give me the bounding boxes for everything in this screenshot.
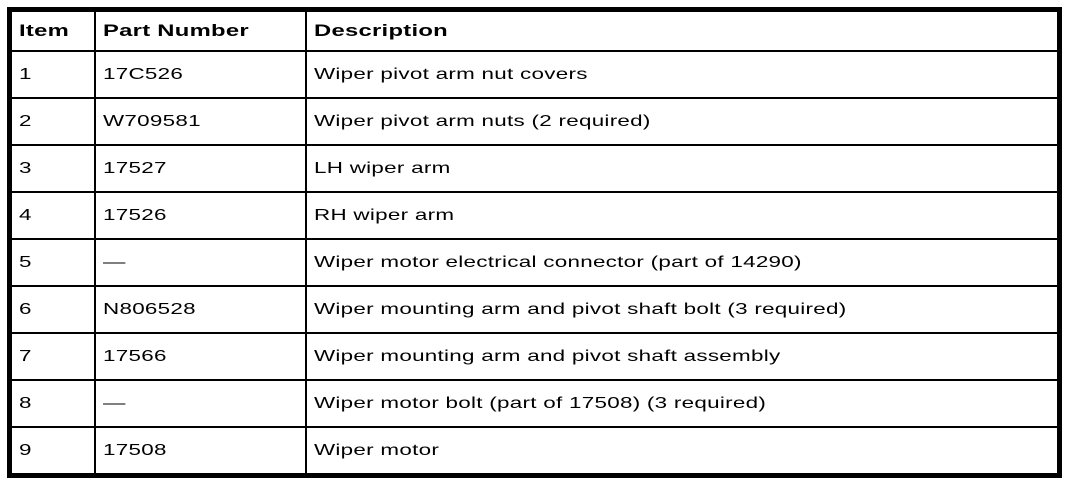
table-row: 7 17566 Wiper mounting arm and pivot shaft… <box>8 332 1061 381</box>
description-cell: Wiper mounting arm and pivot shaft assem… <box>304 332 1061 381</box>
part-number-cell: N806528 <box>93 285 307 334</box>
description-cell-text: Wiper pivot arm nuts (2 required) <box>313 112 651 130</box>
column-header-description-label: Description <box>313 21 448 40</box>
description-cell: Wiper motor electrical connector (part o… <box>304 238 1061 287</box>
item-cell-text: 2 <box>19 112 32 130</box>
item-cell-text: 8 <box>19 394 32 412</box>
part-number-cell: — <box>93 238 307 287</box>
table-row: 6 N806528 Wiper mounting arm and pivot sha… <box>8 285 1061 334</box>
table-row: 1 17C526 Wiper pivot arm nut covers <box>8 50 1061 99</box>
item-cell: 8 <box>8 379 96 428</box>
column-header-item: Item <box>8 8 96 52</box>
part-number-cell-text: N806528 <box>102 300 196 318</box>
part-number-cell: 17C526 <box>93 50 307 99</box>
part-number-cell-text: 17566 <box>102 347 167 365</box>
table-row: 5 — Wiper motor electrical connector (part… <box>8 238 1061 287</box>
part-number-cell: 17508 <box>93 426 307 477</box>
column-header-part-number: Part Number <box>93 8 307 52</box>
part-number-cell-text: 17C526 <box>102 65 183 83</box>
description-cell-text: Wiper motor bolt (part of 17508) (3 requ… <box>313 394 766 412</box>
part-number-cell: 17527 <box>93 144 307 193</box>
table-row: 8 — Wiper motor bolt (part of 17508) (3 re… <box>8 379 1061 428</box>
part-number-cell-text: 17527 <box>102 159 167 177</box>
description-cell: Wiper motor <box>304 426 1061 477</box>
item-cell-text: 3 <box>19 159 32 177</box>
part-number-cell-text: — <box>102 253 126 271</box>
item-cell: 6 <box>8 285 96 334</box>
table-body: 1 17C526 Wiper pivot arm nut covers 2 W70958… <box>8 50 1061 477</box>
table-row: 2 W709581 Wiper pivot arm nuts (2 required… <box>8 97 1061 146</box>
description-cell-text: Wiper motor electrical connector (part o… <box>313 253 802 271</box>
description-cell: Wiper pivot arm nuts (2 required) <box>304 97 1061 146</box>
item-cell-text: 1 <box>19 65 32 83</box>
description-cell: RH wiper arm <box>304 191 1061 240</box>
part-number-cell: 17566 <box>93 332 307 381</box>
item-cell: 4 <box>8 191 96 240</box>
item-cell: 2 <box>8 97 96 146</box>
part-number-cell-text: W709581 <box>102 112 201 130</box>
part-number-cell: — <box>93 379 307 428</box>
item-cell: 9 <box>8 426 96 477</box>
description-cell-text: Wiper motor <box>313 441 439 459</box>
item-cell-text: 6 <box>19 300 32 318</box>
part-number-cell-text: — <box>102 394 126 412</box>
description-cell-text: Wiper pivot arm nut covers <box>313 65 588 83</box>
description-cell-text: LH wiper arm <box>313 159 451 177</box>
description-cell-text: Wiper mounting arm and pivot shaft bolt … <box>313 300 847 318</box>
part-number-cell-text: 17508 <box>102 441 167 459</box>
item-cell-text: 7 <box>19 347 32 365</box>
item-cell: 5 <box>8 238 96 287</box>
item-cell: 3 <box>8 144 96 193</box>
description-cell: Wiper motor bolt (part of 17508) (3 requ… <box>304 379 1061 428</box>
column-header-part-number-label: Part Number <box>102 21 249 40</box>
part-number-cell: 17526 <box>93 191 307 240</box>
item-cell-text: 4 <box>19 206 32 224</box>
item-cell-text: 9 <box>19 441 32 459</box>
table-row: 3 17527 LH wiper arm <box>8 144 1061 193</box>
description-cell-text: Wiper mounting arm and pivot shaft assem… <box>313 347 780 365</box>
column-header-item-label: Item <box>19 21 70 40</box>
part-number-cell: W709581 <box>93 97 307 146</box>
description-cell: Wiper mounting arm and pivot shaft bolt … <box>304 285 1061 334</box>
item-cell: 1 <box>8 50 96 99</box>
item-cell: 7 <box>8 332 96 381</box>
table-row: 9 17508 Wiper motor <box>8 426 1061 477</box>
part-number-cell-text: 17526 <box>102 206 167 224</box>
description-cell-text: RH wiper arm <box>313 206 454 224</box>
item-cell-text: 5 <box>19 253 32 271</box>
table-row: 4 17526 RH wiper arm <box>8 191 1061 240</box>
column-header-description: Description <box>304 8 1061 52</box>
description-cell: Wiper pivot arm nut covers <box>304 50 1061 99</box>
description-cell: LH wiper arm <box>304 144 1061 193</box>
header-row: Item Part Number Description <box>8 8 1061 52</box>
